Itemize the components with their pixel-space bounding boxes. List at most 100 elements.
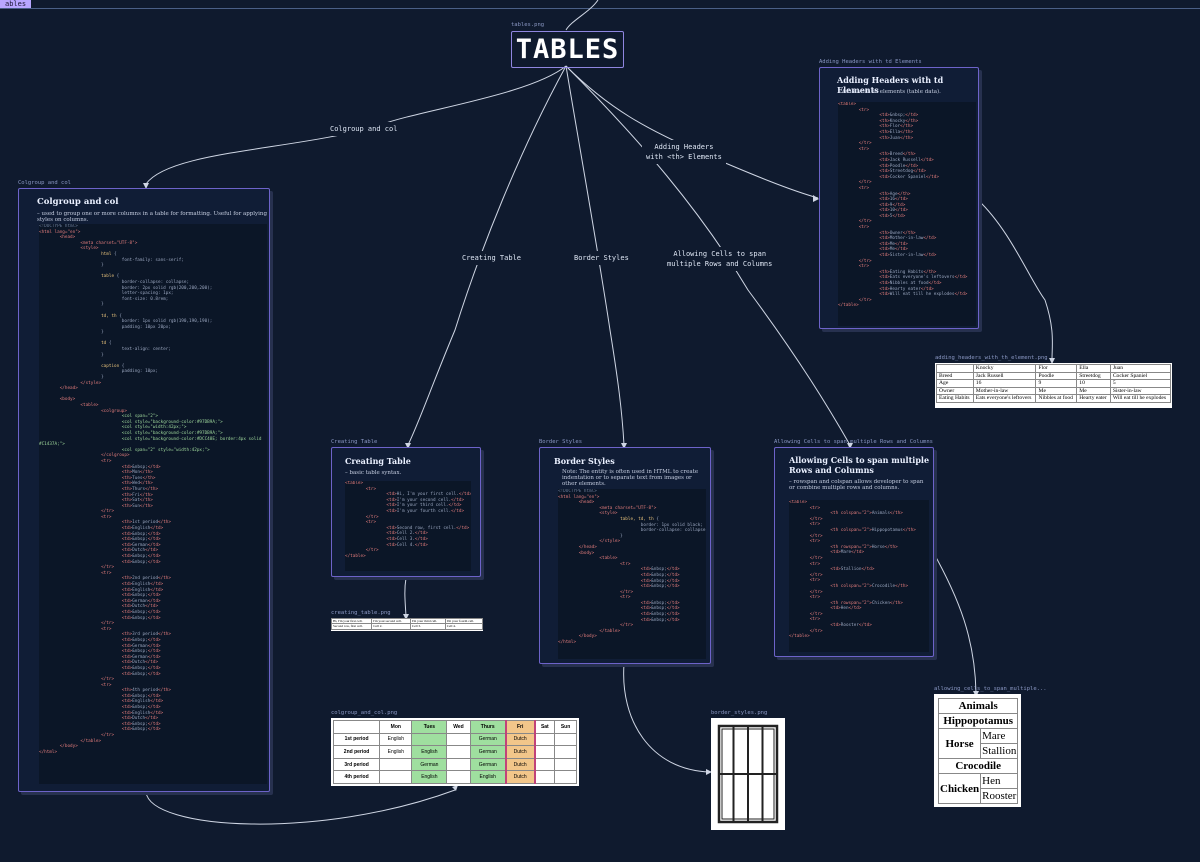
span-cell-croc: Crocodile: [937, 758, 1019, 774]
span-cell-rooster: Rooster: [980, 788, 1019, 804]
border-image-caption: border_styles.png: [711, 710, 768, 716]
creating-image[interactable]: Hi, I'm your first cell.I'm your second …: [330, 617, 484, 631]
preview-cell: Streetdog: [1076, 371, 1111, 381]
border-card-caption: Border Styles: [539, 439, 583, 445]
preview-cell: 4th period: [332, 770, 381, 784]
preview-cell: [534, 770, 556, 784]
border-card-desc: Note: The entity is often used in HTML t…: [562, 469, 699, 487]
preview-cell: German: [411, 757, 448, 772]
preview-cell: Mother-in-law: [972, 386, 1037, 396]
preview-cell: German: [469, 732, 507, 747]
preview-cell: Cell 2.: [371, 623, 411, 630]
span-card-caption: Allowing Cells to span multiple Rows and…: [774, 439, 933, 445]
preview-cell: 2nd period: [332, 745, 381, 759]
preview-cell: [379, 770, 413, 784]
headers-code-block: <table> <tr> <td>&nbsp;</td> <th>Knocky<…: [838, 102, 976, 326]
preview-cell: Owner: [936, 386, 974, 396]
preview-cell: German: [469, 757, 507, 772]
preview-cell: Ella: [1076, 364, 1111, 373]
preview-cell: 10: [1076, 379, 1111, 388]
border-code-block: <!DOCTYPE html> <html lang="en"> <head> …: [558, 489, 706, 659]
span-card[interactable]: Allowing Cells to span multiple Rows and…: [774, 447, 934, 657]
title-caption: tables.png: [511, 22, 545, 28]
preview-cell: Flor: [1035, 364, 1078, 373]
preview-cell: Breed: [936, 371, 974, 381]
border-image[interactable]: [711, 718, 785, 830]
preview-cell: 16: [972, 379, 1037, 388]
border-card[interactable]: Border Styles Note: The entity is often …: [539, 447, 711, 664]
span-cell-stallion: Stallion: [980, 743, 1019, 759]
headers-card[interactable]: Adding Headers with td Elements – table …: [819, 67, 979, 329]
preview-cell: [554, 770, 577, 784]
colgroup-card[interactable]: Colgroup and col – used to group one or …: [18, 188, 270, 792]
preview-cell: 9: [1035, 379, 1078, 388]
preview-cell: Knocky: [972, 364, 1037, 373]
preview-cell: Nibbles at food: [1035, 394, 1078, 403]
creating-card-desc: – basic table syntax.: [345, 470, 402, 476]
headers-card-caption: Adding Headers with td Elements: [819, 59, 922, 65]
creating-card[interactable]: Creating Table – basic table syntax. <ta…: [331, 447, 481, 577]
colgroup-card-caption: Colgroup and col: [18, 180, 71, 186]
preview-cell: [554, 745, 577, 759]
creating-card-title: Creating Table: [345, 456, 411, 466]
preview-cell: Eating Habits: [936, 394, 974, 403]
preview-cell: Me: [1035, 386, 1078, 396]
border-grid-drawing: [717, 724, 779, 824]
preview-cell: English: [411, 770, 448, 784]
preview-cell: [534, 757, 556, 772]
preview-cell: Sun: [554, 720, 577, 734]
preview-cell: Will eat till he explodes: [1109, 394, 1172, 403]
span-cell-animals: Animals: [937, 698, 1019, 714]
preview-cell: [446, 745, 471, 759]
edge-label-headers-line2: with <th> Elements: [646, 153, 722, 161]
preview-cell: German: [469, 745, 507, 759]
preview-cell: Cocker Spaniel: [1109, 371, 1172, 381]
span-card-title: Allowing Cells to span multiple Rows and…: [789, 455, 929, 475]
preview-cell: Dutch: [504, 732, 536, 747]
preview-cell: [379, 757, 413, 772]
creating-image-caption: creating_table.png: [331, 610, 391, 616]
preview-cell: Dutch: [504, 757, 536, 772]
colgroup-card-desc: – used to group one or more columns in a…: [37, 211, 267, 223]
preview-row: Hi, I'm your first cell.I'm your second …: [330, 617, 484, 625]
creating-code-block: <table> <tr> <td>Hi, I'm your first cell…: [345, 481, 471, 571]
preview-cell: [936, 364, 974, 373]
preview-cell: 5: [1109, 379, 1172, 388]
tables-title-node[interactable]: TABLES: [511, 31, 624, 68]
preview-cell: English: [469, 770, 507, 784]
creating-card-caption: Creating Table: [331, 439, 378, 445]
edge-label-border: Border Styles: [570, 251, 633, 265]
preview-cell: Me: [1076, 386, 1111, 396]
span-cell-hippo: Hippopotamus: [937, 713, 1019, 729]
creating-preview-table: Hi, I'm your first cell.I'm your second …: [330, 617, 484, 630]
span-image-caption: allowing_cells_to_span_multiple...: [934, 686, 1047, 692]
preview-cell: [446, 757, 471, 772]
preview-cell: [534, 732, 556, 747]
preview-cell: [446, 732, 471, 747]
preview-cell: Dutch: [504, 745, 536, 759]
edge-label-headers: Adding Headers with <th> Elements: [642, 140, 726, 164]
preview-cell: Thurs: [469, 720, 507, 734]
preview-cell: Juan: [1109, 364, 1172, 373]
preview-cell: Mon: [379, 720, 413, 734]
canvas-tab[interactable]: ables: [0, 0, 32, 8]
top-bar: [0, 0, 1200, 9]
preview-cell: [554, 732, 577, 747]
preview-cell: Hearty eater: [1076, 394, 1111, 403]
preview-cell: 3rd period: [332, 757, 381, 772]
preview-cell: [411, 732, 448, 747]
preview-cell: Fri: [504, 720, 536, 734]
headers-card-desc: – table with td elements (table data).: [838, 89, 941, 95]
